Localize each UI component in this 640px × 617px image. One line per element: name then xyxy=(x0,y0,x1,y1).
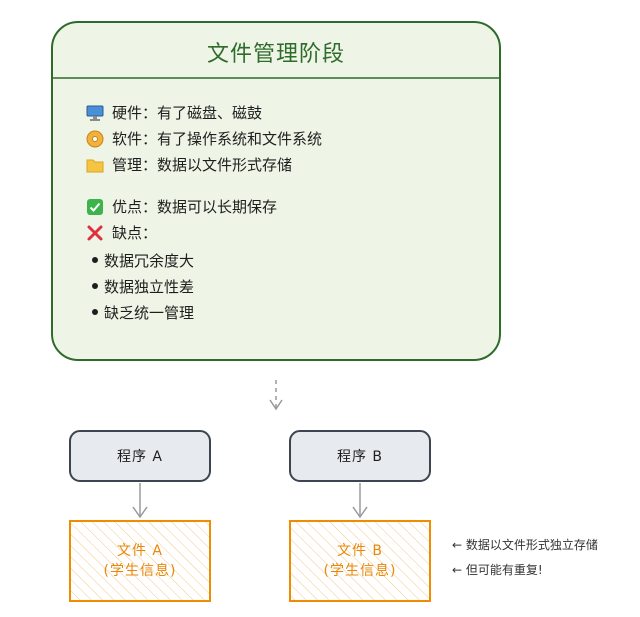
pros-row: 优点：数据可以长期保存 xyxy=(86,196,277,217)
cons-item: 缺乏统一管理 xyxy=(92,302,194,323)
management-row: 管理：数据以文件形式存储 xyxy=(86,154,292,175)
pros-text: 优点：数据可以长期保存 xyxy=(112,198,278,216)
cd-icon xyxy=(86,130,104,148)
cons-item: 数据冗余度大 xyxy=(92,250,194,271)
bullet-dot xyxy=(92,256,98,263)
dashed-connector-head xyxy=(269,399,283,411)
file-b-name: 文件 B xyxy=(336,543,384,559)
bullet-dot xyxy=(92,282,98,289)
computer-icon xyxy=(86,104,104,122)
note-duplication: ← 但可能有重复! xyxy=(452,563,543,577)
cons-row: 缺点： xyxy=(86,222,157,243)
file-b-box[interactable] xyxy=(289,520,431,602)
file-b-desc: (学生信息) xyxy=(323,563,397,579)
hardware-text: 硬件：有了磁盘、磁鼓 xyxy=(112,104,263,122)
folder-icon xyxy=(86,156,104,174)
file-a-label: 文件 A (学生信息) xyxy=(70,541,210,581)
card-title: 文件管理阶段 xyxy=(206,42,345,67)
program-b-box[interactable] xyxy=(289,430,431,482)
software-row: 软件：有了操作系统和文件系统 xyxy=(86,128,322,149)
management-text: 管理：数据以文件形式存储 xyxy=(112,156,293,174)
software-text: 软件：有了操作系统和文件系统 xyxy=(112,130,323,148)
file-management-card: 文件管理阶段 硬件：有了磁盘、磁鼓 软件：有了操作系统和文件系统 管理：数据以文… xyxy=(52,22,500,360)
card-background xyxy=(51,21,501,361)
file-a-name: 文件 A xyxy=(116,543,164,559)
file-b-label: 文件 B (学生信息) xyxy=(290,541,430,581)
hardware-row: 硬件：有了磁盘、磁鼓 xyxy=(86,102,262,123)
arrow-b-head xyxy=(352,506,368,519)
file-a-desc: (学生信息) xyxy=(103,563,177,579)
bullet-dot xyxy=(92,308,98,315)
cons-text: 缺点： xyxy=(112,224,158,242)
program-a-label: 程序 A xyxy=(116,449,164,465)
cons-item: 数据独立性差 xyxy=(92,276,194,297)
check-icon xyxy=(86,198,104,216)
arrow-a-head xyxy=(132,506,148,519)
program-b-label: 程序 B xyxy=(336,449,384,465)
note-independent-storage: ← 数据以文件形式独立存储 xyxy=(452,538,598,552)
file-a-box[interactable] xyxy=(69,520,211,602)
program-a-box[interactable] xyxy=(69,430,211,482)
cross-icon xyxy=(86,224,104,242)
